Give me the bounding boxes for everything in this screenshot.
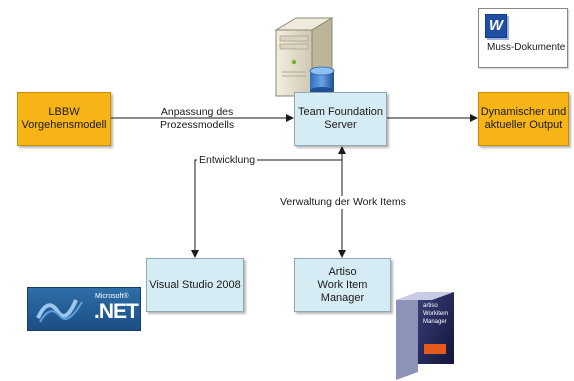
- node-vs-label: Visual Studio 2008: [149, 278, 241, 291]
- node-team-foundation-server: Team Foundation Server: [294, 92, 387, 146]
- dotnet-wave-icon: [36, 299, 83, 323]
- dotnet-logo: Microsoft® .NET: [27, 287, 141, 331]
- artiso-product-box-image: artiso Workitem Manager: [396, 292, 454, 380]
- database-icon: [309, 66, 335, 95]
- node-artiso: Artiso Work Item Manager: [294, 258, 391, 312]
- node-lbbw-line2: Vorgehensmodell: [21, 119, 107, 131]
- edge-label-anpassung: Anpassung des Prozessmodells: [160, 106, 234, 132]
- node-tfs-line2: Server: [324, 119, 357, 131]
- legend-label: Muss-Dokumente: [487, 42, 566, 53]
- node-output-line1: Dynamischer und: [480, 106, 567, 118]
- node-lbbw-line1: LBBW: [48, 106, 80, 118]
- node-artiso-line1: Artiso: [328, 265, 357, 278]
- edge-label-anpassung-line1: Anpassung des: [160, 106, 234, 118]
- node-visual-studio: Visual Studio 2008: [146, 258, 244, 312]
- edge-label-anpassung-line2: Prozessmodells: [160, 119, 235, 131]
- node-output-line2: aktueller Output: [484, 119, 563, 131]
- artiso-box-text-3: Manager: [423, 319, 447, 325]
- word-document-icon: W: [485, 14, 507, 38]
- word-icon-letter: W: [488, 17, 504, 34]
- artiso-box-text-2: Workitem: [423, 311, 448, 317]
- legend-box: W Muss-Dokumente: [478, 8, 568, 68]
- dotnet-label: .NET: [94, 300, 139, 323]
- node-output: Dynamischer und aktueller Output: [478, 92, 569, 146]
- node-artiso-line3: Manager: [320, 291, 365, 304]
- dotnet-microsoft-label: Microsoft®: [95, 293, 129, 300]
- edge-label-verwaltung: Verwaltung der Work Items: [278, 196, 408, 209]
- node-lbbw: LBBW Vorgehensmodell: [17, 92, 111, 146]
- node-artiso-line2: Work Item: [317, 278, 368, 291]
- node-tfs-line1: Team Foundation: [298, 106, 383, 118]
- edge-label-entwicklung: Entwicklung: [197, 154, 258, 167]
- artiso-box-text-1: artiso: [423, 303, 438, 309]
